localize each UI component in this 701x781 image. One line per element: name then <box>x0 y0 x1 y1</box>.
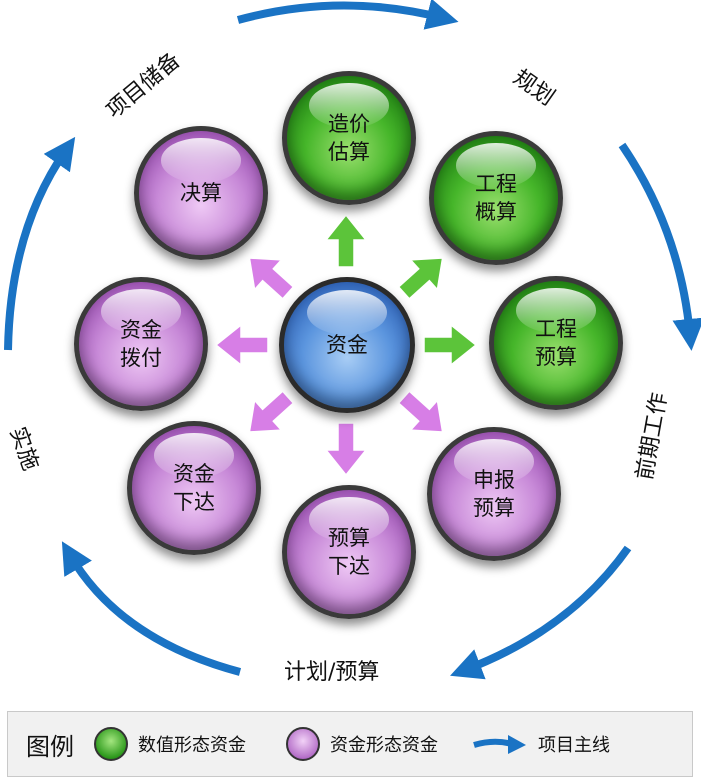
node-funds-allocated: 资金 拨付 <box>74 277 208 411</box>
radial-arrow-budget-issued <box>324 422 368 477</box>
node-engineering-budget: 工程 预算 <box>489 276 623 410</box>
radial-arrow-rough-estimate <box>397 257 444 300</box>
legend: 图例 数值形态资金 资金形态资金 项目主线 <box>7 711 693 777</box>
node-funds-issued: 资金 下达 <box>127 421 261 555</box>
node-declare-budget: 申报 预算 <box>427 427 561 561</box>
radial-arrow-funds-allocated <box>214 323 269 367</box>
funding-cycle-diagram: 项目储备 规划 前期工作 计划/预算 实施 造价 估算 工程 概算 工程 预算 … <box>4 0 701 685</box>
node-cost-estimate: 造价 估算 <box>282 71 416 205</box>
radial-arrow-cost-estimate <box>324 213 368 268</box>
node-engineering-rough-estimate: 工程 概算 <box>429 131 563 265</box>
radial-arrow-engineering-budget <box>423 323 478 367</box>
blue-arrow-icon <box>473 735 526 754</box>
cycle-arrows <box>4 0 701 680</box>
radial-arrow-funds-issued <box>248 390 295 433</box>
legend-green-label: 数值形态资金 <box>138 735 246 756</box>
legend-item-purple: 资金形态资金 <box>286 727 438 761</box>
node-center-funds: 资金 <box>279 277 415 413</box>
phase-label-plan-budget: 计划/预算 <box>284 660 380 685</box>
legend-item-arrow: 项目主线 <box>472 731 610 757</box>
legend-arrow-label: 项目主线 <box>538 735 610 756</box>
radial-arrow-declare-budget <box>397 390 444 433</box>
main-arrow-bottom-left <box>61 541 242 676</box>
legend-title: 图例 <box>26 732 74 761</box>
node-final-accounts: 决算 <box>134 126 268 260</box>
main-arrow-bottom-right <box>450 545 632 680</box>
main-arrow-top <box>236 0 459 30</box>
radial-arrow-final-accounts <box>248 257 295 300</box>
purple-ball-icon <box>286 727 320 761</box>
green-ball-icon <box>94 727 128 761</box>
node-budget-issued: 预算 下达 <box>282 485 416 619</box>
main-arrow-left <box>4 136 76 351</box>
legend-purple-label: 资金形态资金 <box>330 735 438 756</box>
radial-arrows <box>214 213 478 477</box>
legend-item-green: 数值形态资金 <box>94 727 246 761</box>
main-arrow-right <box>618 142 701 351</box>
